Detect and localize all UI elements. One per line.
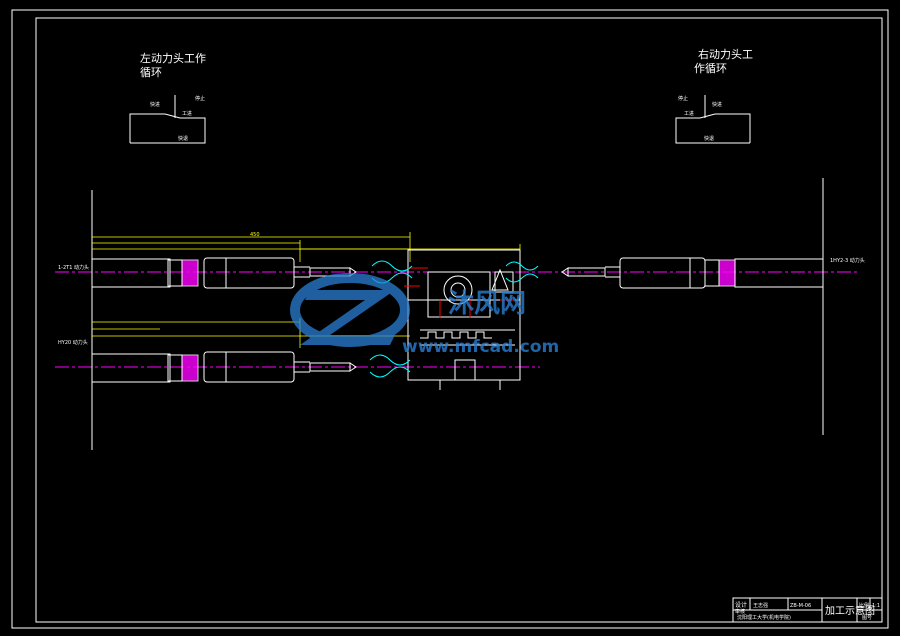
left-work-in: 工进 [182,110,192,117]
tb-school: 沈阳理工大学(机电学院) [737,614,791,621]
watermark-text: 沐风网 [448,289,526,319]
watermark-url: www.mfcad.com [402,337,559,357]
right-cycle-title-2: 作循环 [694,62,727,75]
inner-frame [35,17,883,623]
dimension-text: 450 [250,232,260,238]
tb-scale-label: 比例 [859,602,869,609]
right-cycle-diagram: 右动力头工 作循环 快进 停止 工进 快退 [675,47,753,144]
left-cycle-title-1: 左动力头工作 [140,52,206,65]
outer-frame [11,9,889,629]
tb-designer: 王志强 [753,602,768,609]
tb-title: 加工示意图 [825,604,875,617]
right-work-in: 工进 [684,110,694,117]
left-cycle-diagram: 左动力头工作 循环 快进 停止 工进 快退 [129,52,206,144]
right-fast-back: 快退 [704,135,714,142]
right-head-label: 1HY2-3 动力头 [830,257,865,264]
lower-left-head-label: HY20 动力头 [58,339,88,346]
fixture-red-marks [404,267,515,318]
right-stop: 停止 [678,95,688,102]
tb-design-label: 设计 [735,601,747,609]
right-cycle-title-1: 右动力头工 [698,47,753,61]
tb-check-label: 审核 [735,608,745,615]
left-cycle-title-2: 循环 [140,66,162,79]
lower-left-power-head [91,351,357,383]
title-block [732,597,883,623]
tb-scale-value: 1:1 [872,603,880,609]
left-stop: 停止 [195,95,205,102]
tb-sheet: 图号 [862,615,872,621]
tb-drawing-no: ZB-M-06 [790,603,811,609]
upper-left-head-label: 1-2T1 动力头 [58,264,89,271]
right-power-head [561,257,824,289]
left-fast-back: 快退 [178,135,188,142]
fixture-assembly [407,249,521,390]
right-fast-in: 快进 [712,101,722,108]
left-fast-in: 快进 [150,101,160,108]
watermark-logo [290,273,410,347]
